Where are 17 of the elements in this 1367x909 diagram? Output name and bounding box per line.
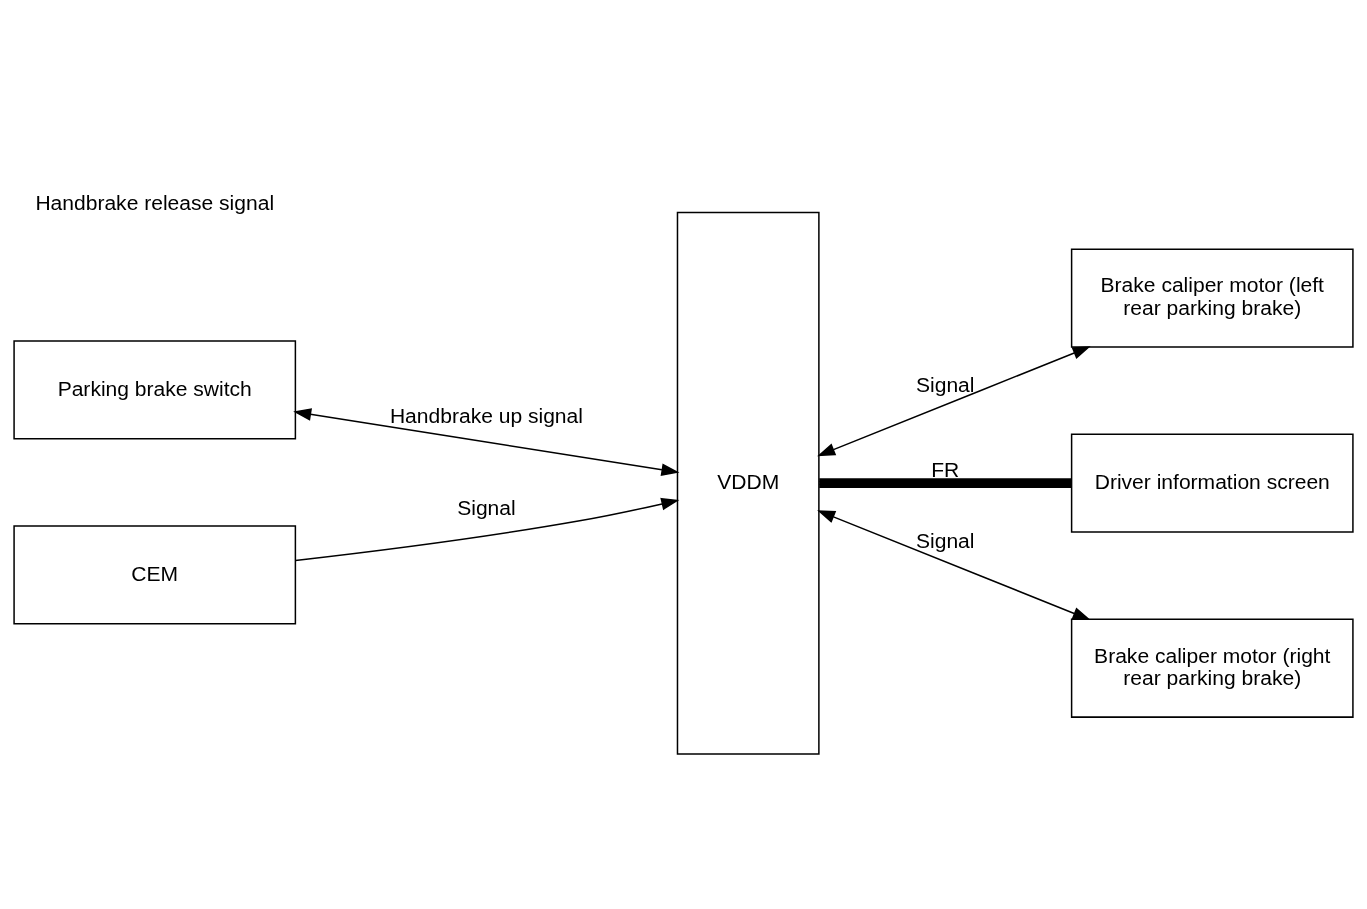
arrow — [293, 407, 680, 476]
node-box: CEM — [13, 524, 297, 625]
edge-label: Handbrake up signal — [389, 403, 583, 427]
label: Handbrake release signal — [35, 190, 275, 214]
arrow — [294, 497, 680, 561]
edge-label: FR — [931, 457, 960, 481]
connector — [819, 477, 1072, 488]
arrow — [817, 345, 1091, 456]
edge-label: Signal — [457, 495, 516, 519]
node-box: Parking brake switch — [13, 339, 297, 440]
node-box: Brake caliper motor (left rear parking brake) — [1070, 248, 1354, 348]
edge-label: Signal — [915, 372, 975, 396]
node-box: VDDM — [676, 211, 820, 755]
node-box: Brake caliper motor (right rear parking brake) — [1070, 618, 1354, 718]
edge-label: Signal — [915, 528, 975, 552]
node-box: Driver information screen — [1070, 433, 1354, 533]
arrow — [817, 509, 1091, 620]
